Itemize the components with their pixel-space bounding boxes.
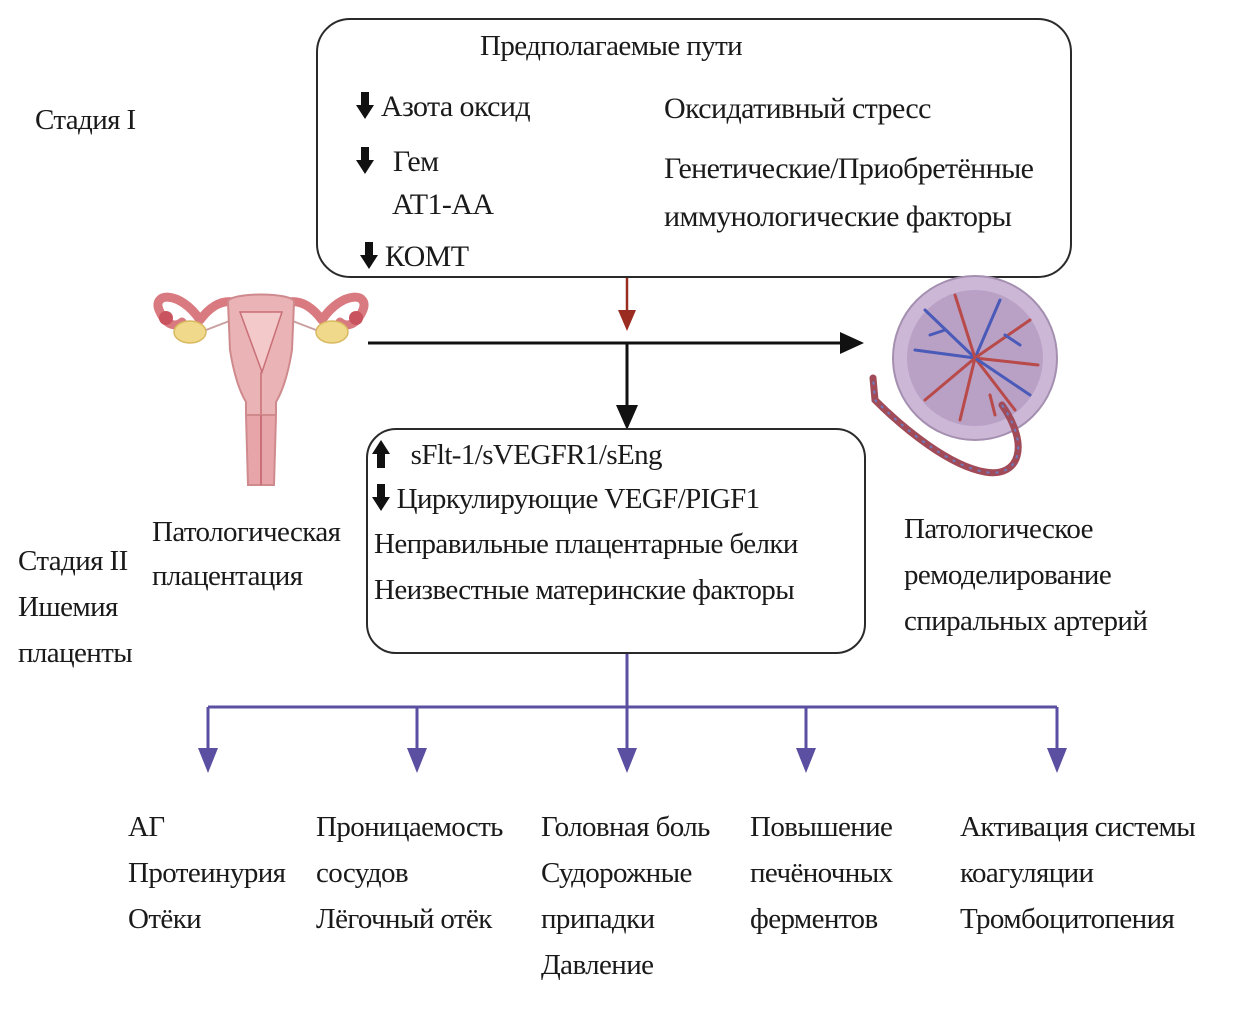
outcome-arrowhead	[617, 748, 637, 773]
pathway-item-text: AT1-AA	[392, 188, 494, 221]
outcome-line: печёночных	[750, 857, 893, 889]
pathological-placentation-caption: Патологическая плацентация	[152, 510, 341, 598]
placental-factors-box: sFlt-1/sVEGFR1/sEng Циркулирующие VEGF/P…	[366, 428, 866, 654]
caption-line: Патологическая	[152, 516, 341, 548]
outcome-line: Головная боль	[541, 811, 710, 843]
pathway-right-item: Оксидативный стресс	[664, 92, 931, 125]
stage-1-label: Стадия I	[35, 104, 136, 136]
stage-2-line: плаценты	[18, 637, 133, 669]
up-arrow-icon	[372, 440, 390, 468]
caption-line: спиральных артерий	[904, 605, 1148, 637]
spiral-artery-remodeling-caption: Патологическое ремоделирование спиральны…	[904, 506, 1148, 644]
down-arrow-icon	[360, 242, 378, 269]
outcome-vascular-permeability: Проницаемость сосудов Лёгочный отёк	[316, 804, 503, 942]
pathway-item: Гем	[356, 145, 439, 178]
caption-line: Патологическое	[904, 513, 1093, 545]
factor-item-text: sFlt-1/sVEGFR1/sEng	[410, 439, 663, 471]
pathway-right-item: иммунологические факторы	[664, 200, 1012, 233]
outcome-line: Повышение	[750, 811, 893, 843]
pathway-item: AT1-AA	[392, 188, 494, 221]
purple-outcome-tree	[198, 650, 1067, 773]
outcome-line: Активация системы	[960, 811, 1196, 843]
caption-line: ремоделирование	[904, 559, 1112, 591]
outcome-line: АГ	[128, 811, 165, 843]
outcome-line: сосудов	[316, 857, 409, 889]
outcome-arrowhead	[407, 748, 427, 773]
proposed-pathways-title: Предполагаемые пути	[480, 30, 743, 62]
caption-line: плацентация	[152, 560, 303, 592]
outcome-neurological: Головная боль Судорожные припадки Давлен…	[541, 804, 710, 988]
black-arrow-uterus-to-placenta	[368, 332, 864, 354]
red-arrow-top-to-junction	[618, 276, 636, 331]
pathway-right-item: Генетические/Приобретённые	[664, 152, 1034, 185]
outcome-line: Проницаемость	[316, 811, 503, 843]
outcome-arrowhead	[1047, 748, 1067, 773]
down-arrow-icon	[356, 147, 374, 174]
factor-item: Неизвестные материнские факторы	[374, 574, 795, 606]
outcome-line: Судорожные	[541, 857, 692, 889]
factor-item: Циркулирующие VEGF/PIGF1	[372, 484, 760, 514]
outcome-line: Давление	[541, 949, 654, 981]
pathway-item-text: Азота оксид	[380, 90, 531, 123]
outcome-liver-enzymes: Повышение печёночных ферментов	[750, 804, 893, 942]
outcome-arrowhead	[796, 748, 816, 773]
factor-item-text: Циркулирующие VEGF/PIGF1	[396, 483, 760, 515]
outcome-line: припадки	[541, 903, 655, 935]
stage-2-label: Стадия II Ишемия плаценты	[18, 538, 133, 676]
pathway-item-text: КОМТ	[384, 240, 469, 273]
outcome-line: Протеинурия	[128, 857, 286, 889]
outcome-line: ферментов	[750, 903, 878, 935]
outcome-arrowhead	[198, 748, 218, 773]
pathway-item: КОМТ	[360, 240, 469, 273]
outcome-line: Тромбоцитопения	[960, 903, 1175, 935]
outcome-coagulation: Активация системы коагуляции Тромбоцитоп…	[960, 804, 1196, 942]
factor-item: sFlt-1/sVEGFR1/sEng	[372, 439, 663, 471]
outcome-line: коагуляции	[960, 857, 1094, 889]
stage-2-line: Стадия II	[18, 545, 128, 577]
outcome-line: Лёгочный отёк	[316, 903, 492, 935]
pathway-item: Азота оксид	[356, 90, 531, 123]
stage-2-line: Ишемия	[18, 591, 118, 623]
outcome-line: Отёки	[128, 903, 202, 935]
proposed-pathways-box: Предполагаемые пути Азота оксид Гем AT1-…	[316, 18, 1072, 278]
black-arrow-to-middle-box	[616, 343, 638, 430]
pathway-item-text: Гем	[392, 145, 439, 178]
down-arrow-icon	[372, 484, 390, 511]
outcome-hypertension: АГ Протеинурия Отёки	[128, 804, 286, 942]
factor-item: Неправильные плацентарные белки	[374, 528, 798, 560]
down-arrow-icon	[356, 92, 374, 119]
